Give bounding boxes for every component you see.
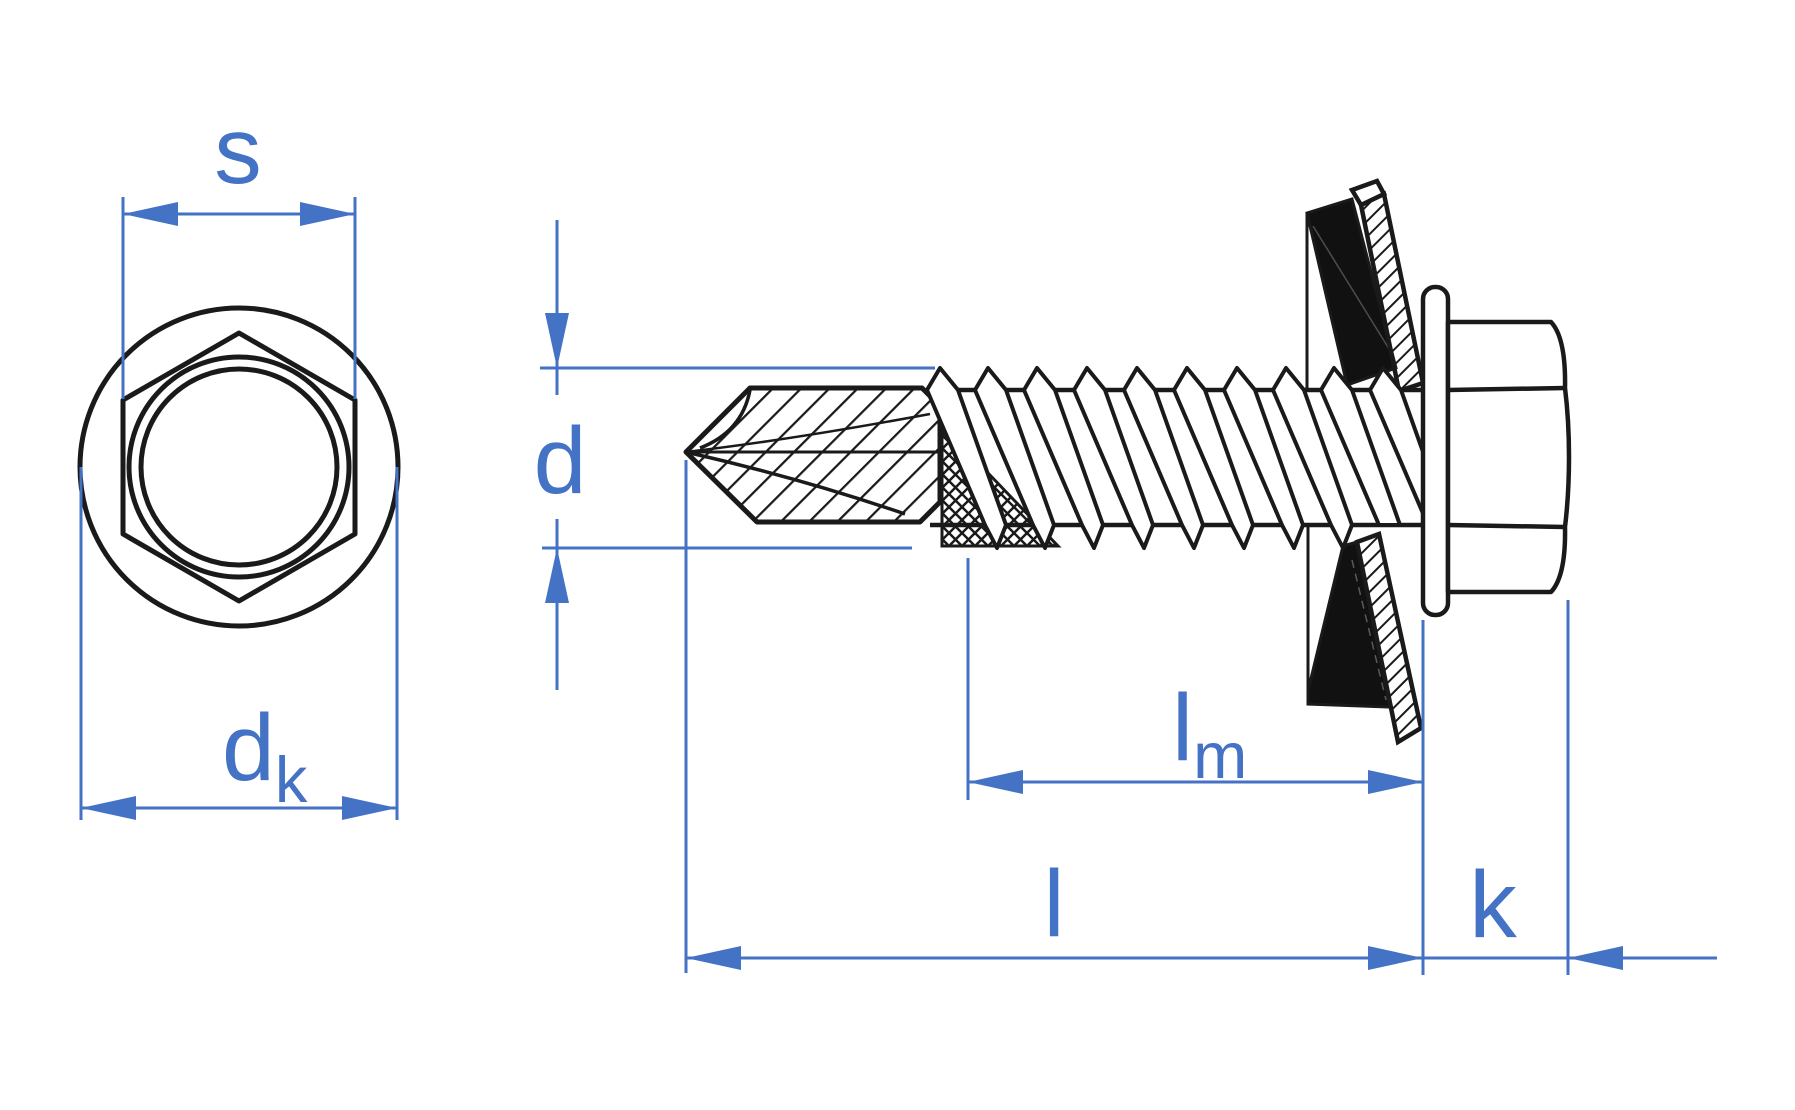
l-arrow-left (686, 946, 741, 970)
d-label: d (534, 408, 587, 514)
d-arrow-bottom (545, 548, 569, 603)
hex-head-outline-side (1445, 319, 1572, 595)
thread-crest (1072, 366, 1155, 550)
s-label: s (214, 98, 262, 204)
sealing-washer-top (1305, 178, 1426, 394)
l-label: l (1043, 851, 1064, 957)
thread-crest (1319, 366, 1402, 527)
s-arrow-left (123, 202, 178, 226)
seal-highlight-bottom (1351, 559, 1387, 701)
drill-flute-line-3 (699, 389, 752, 450)
l-arrow-right (1368, 946, 1423, 970)
drill-body (683, 385, 943, 525)
dk-arrow-right (342, 796, 397, 820)
front-view (77, 305, 401, 629)
thread-crest (1222, 366, 1305, 550)
lm-arrow-left (968, 770, 1023, 794)
thread-crest (1172, 366, 1255, 550)
dimension-l (684, 460, 1425, 975)
head-top-circle (138, 366, 340, 568)
dk-arrow-left (81, 796, 136, 820)
thread-crests (925, 366, 1451, 550)
k-label: k (1469, 852, 1517, 958)
dimension-lm (966, 558, 1423, 800)
lm-arrow-right (1368, 770, 1423, 794)
metal-washer-section-bottom (1354, 531, 1424, 746)
hex-facet-line-top (1447, 385, 1566, 393)
k-arrow-left-pointing (1568, 946, 1623, 970)
hex-inscribed-circle (126, 354, 352, 580)
thread-crest (973, 366, 1056, 550)
drill-flute-line-2 (685, 450, 906, 516)
sealing-washer-bottom (1306, 525, 1424, 746)
dimension-k (1423, 600, 1717, 975)
thread-crest (925, 366, 1008, 550)
thread-crest (1122, 366, 1205, 550)
side-view (683, 178, 1572, 746)
lm-label: lm (1172, 675, 1247, 792)
head-flange (1420, 284, 1451, 618)
drill-flute-line-4 (685, 412, 931, 454)
hex-head-outline (120, 330, 358, 604)
s-arrow-right (300, 202, 355, 226)
seal-highlight-top (1312, 225, 1392, 353)
epdm-seal-bottom (1306, 540, 1392, 709)
dimension-d (540, 220, 935, 690)
dimension-s (121, 197, 357, 399)
thread-crest (1271, 366, 1354, 550)
thread-crest (1022, 366, 1105, 550)
hex-head-side (1445, 319, 1572, 595)
dk-label: dk (222, 695, 308, 816)
dimension-dk (79, 467, 399, 820)
hex-facet-line-bottom (1447, 522, 1566, 530)
d-arrow-top (545, 313, 569, 368)
metal-washer-rim-top (1348, 178, 1388, 208)
